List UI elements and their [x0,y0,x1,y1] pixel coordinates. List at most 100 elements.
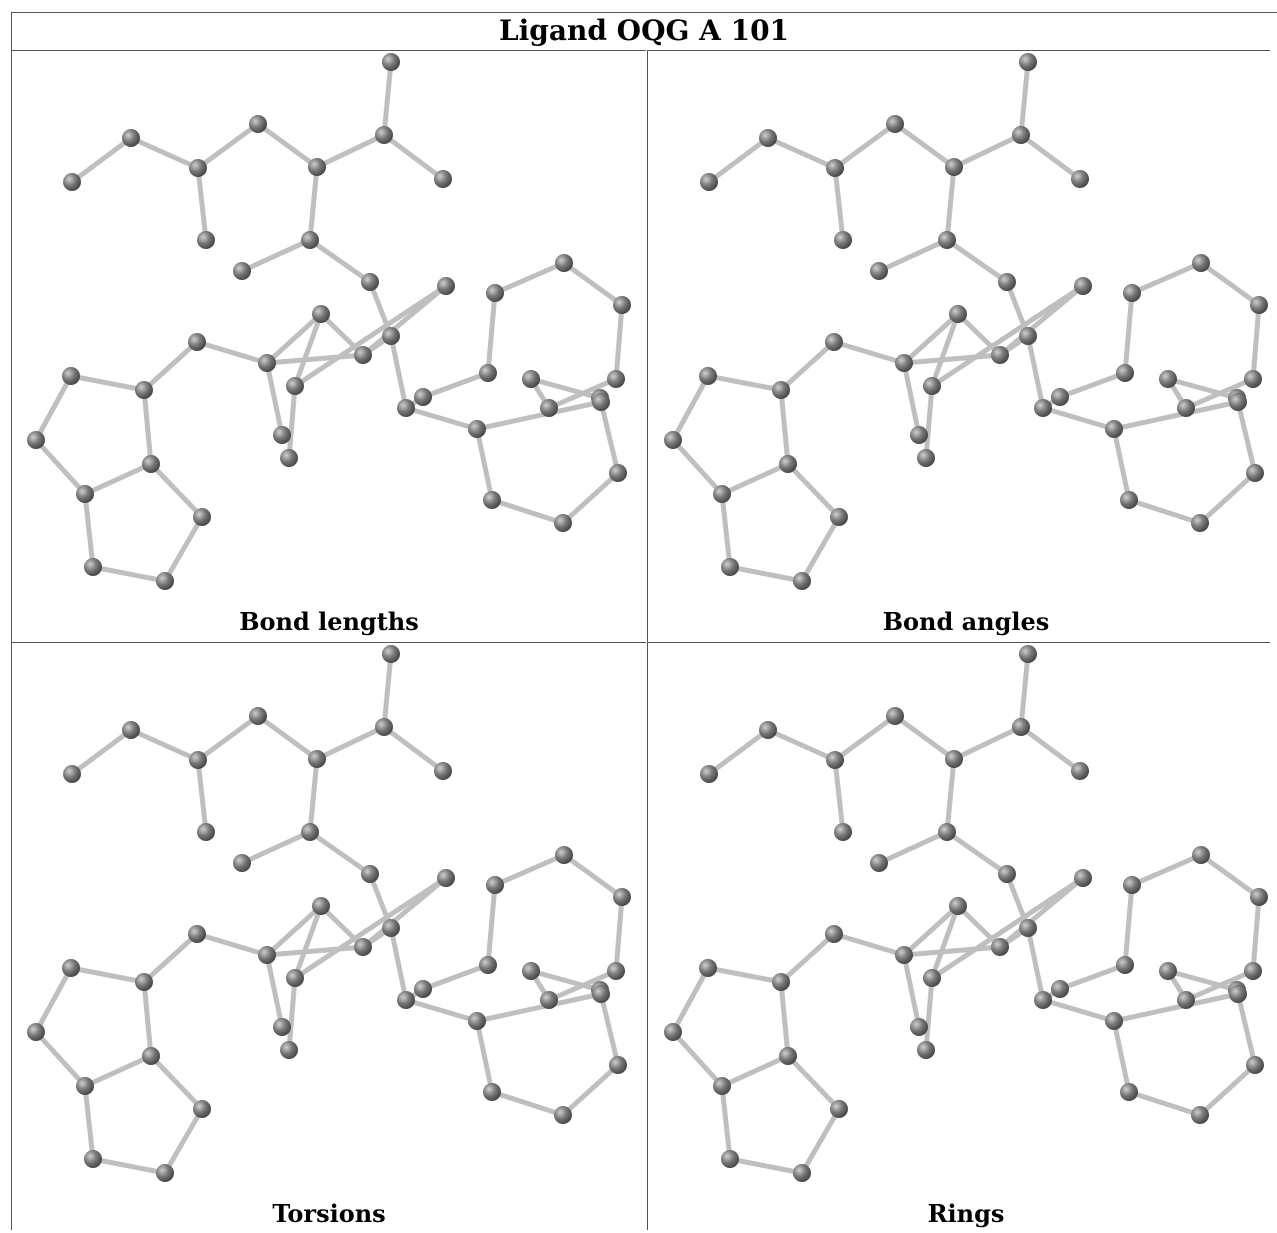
bond [670,1029,725,1089]
bond [923,975,935,1053]
atom [76,485,94,503]
atom [1191,514,1209,532]
atom [63,173,81,191]
atom [910,1018,928,1036]
atom [555,254,573,272]
atom [870,854,888,872]
bond [1057,370,1128,400]
atom [258,354,276,372]
bond [148,1053,205,1112]
bond [951,724,1024,762]
bond [560,470,621,526]
title-divider-left [11,50,646,51]
bond [162,1106,205,1176]
atom [1192,846,1210,864]
atom [273,426,291,444]
bond [314,132,387,170]
bond [561,260,625,308]
bond [90,564,168,584]
atom [382,645,400,663]
bond [492,852,567,888]
atom [249,707,267,725]
atom [483,1083,501,1101]
atom [135,973,153,991]
bond [33,437,88,497]
bond [560,1062,621,1118]
atom [699,367,717,385]
bond [1018,651,1031,730]
bond [1165,968,1240,993]
atom [613,296,631,314]
bond [719,1083,733,1162]
bond [264,952,285,1030]
bond [561,852,625,900]
atom [609,1056,627,1074]
atom [479,364,497,382]
atom [193,1100,211,1118]
atom [1034,991,1052,1009]
bond [892,121,957,170]
atom [609,464,627,482]
bond [1129,260,1204,296]
atom [197,231,215,249]
bond [485,882,498,968]
atom [301,231,319,249]
bond [381,651,394,730]
atom [910,426,928,444]
atom [949,305,967,323]
atom [834,823,852,841]
bond [944,756,957,835]
bond [1198,852,1262,900]
bond [128,727,201,763]
atom [998,865,1016,883]
bond [264,352,366,366]
atom [483,491,501,509]
atom [1244,962,1262,980]
bond [388,925,409,1003]
bond [901,952,922,1030]
atom [27,431,45,449]
atom [233,854,251,872]
atom [540,991,558,1009]
atom [479,956,497,974]
atom [700,173,718,191]
bond [68,373,147,393]
bond [489,497,566,526]
bond [381,724,446,774]
bond [1111,1018,1132,1095]
bond [528,968,603,993]
bond [706,135,771,185]
atom [779,1047,797,1065]
atom [486,284,504,302]
bond [195,713,261,763]
atom [1159,370,1177,388]
bond [929,311,961,389]
atom [142,1047,160,1065]
atom [1250,296,1268,314]
bond [485,290,498,376]
atom [825,925,843,943]
atom [759,721,777,739]
bond [489,1089,566,1118]
bond [778,339,837,393]
molecule-structure [27,645,631,1182]
bond [1235,399,1258,476]
atom [1051,388,1069,406]
panel-rings: Rings [648,643,1277,1233]
bond [1122,882,1135,968]
atom [63,765,81,783]
atom [713,485,731,503]
bond [1111,991,1241,1024]
bond [195,757,209,835]
atom [1116,364,1134,382]
bond [1025,925,1046,1003]
bond [474,991,604,1024]
bond [598,991,621,1068]
molecule-structure [27,53,631,590]
atom [361,273,379,291]
bond [381,59,394,138]
atom [1192,254,1210,272]
bond [705,965,784,985]
bond [765,135,838,171]
atom [592,985,610,1003]
